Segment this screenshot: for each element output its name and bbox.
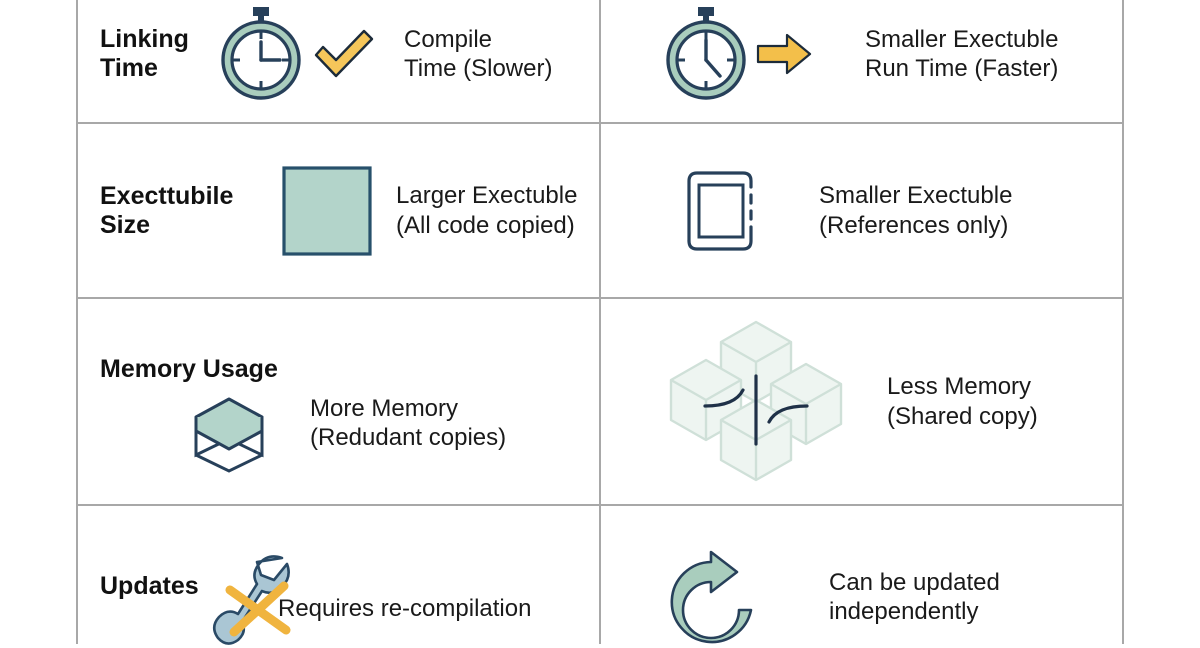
stopwatch-icon [218, 6, 304, 102]
arrow-right-icon [755, 28, 813, 80]
filled-square-icon [282, 165, 372, 256]
shared-cubes-icon [665, 316, 847, 488]
table-row: Updates Requires re-compilation Can be u… [78, 506, 1122, 645]
table-row: Memory Usage More Memory (Redudant copie… [78, 299, 1122, 506]
check-icon [312, 28, 376, 80]
row-label-cell-linking-time: Linking Time [78, 0, 601, 122]
row-label-linking-time: Linking Time [100, 25, 189, 82]
cell-text-run-time: Smaller Exectuble Run Time (Faster) [865, 25, 1059, 82]
row-label-cell-updates: Updates Requires re-compilation [78, 506, 601, 645]
cell-text-larger-executable: Larger Exectuble (All code copied) [396, 182, 578, 239]
table-row: Execttubile Size Larger Exectuble (All c… [78, 124, 1122, 299]
table-row: Linking Time [78, 0, 1122, 124]
row-label-updates: Updates [100, 572, 199, 600]
stacked-layers-icon [190, 395, 268, 479]
row-label-cell-executable-size: Execttubile Size Larger Exectuble (All c… [78, 124, 601, 297]
cell-text-smaller-executable: Smaller Exectuble (References only) [819, 182, 1013, 239]
cell-text-requires-recompilation: Requires re-compilation [278, 595, 532, 622]
row-label-memory-usage: Memory Usage [100, 355, 278, 383]
row-right-cell-memory-usage: Less Memory (Shared copy) [601, 299, 1122, 504]
row-right-cell-executable-size: Smaller Exectuble (References only) [601, 124, 1122, 297]
cell-text-compile-time: Compile Time (Slower) [404, 25, 553, 82]
cell-text-more-memory: More Memory (Redudant copies) [310, 395, 507, 452]
outlined-square-icon [671, 165, 763, 257]
row-right-cell-updates: Can be updated independently [601, 506, 1122, 644]
row-right-cell-linking-time: Smaller Exectuble Run Time (Faster) [601, 0, 1122, 122]
clock-icon [663, 6, 749, 102]
row-label-executable-size: Execttubile Size [100, 181, 234, 239]
row-label-cell-memory-usage: Memory Usage More Memory (Redudant copie… [78, 299, 601, 504]
cell-text-updated-independently: Can be updated independently [829, 569, 1000, 626]
cell-text-less-memory: Less Memory (Shared copy) [887, 373, 1038, 430]
comparison-table: Linking Time [76, 0, 1124, 645]
refresh-icon [661, 548, 761, 648]
